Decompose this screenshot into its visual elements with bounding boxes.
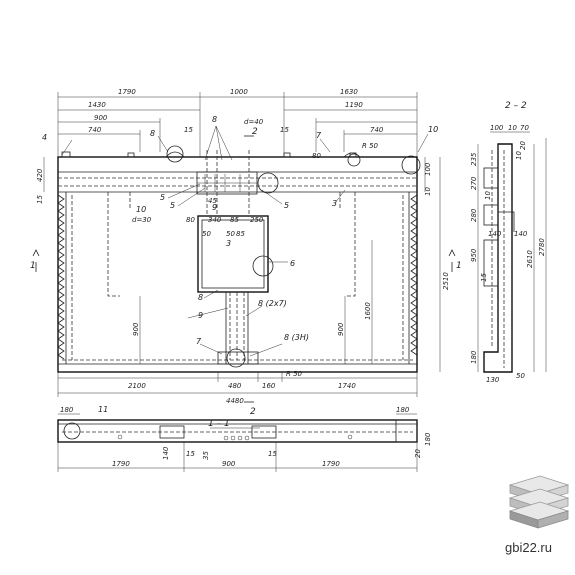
dim-35: 35: [202, 451, 210, 460]
dim-1190: 1190: [345, 101, 363, 109]
dim-15-section-b: 15: [268, 450, 277, 458]
callout-4: 4: [42, 133, 47, 142]
dim-740-right: 740: [370, 126, 384, 134]
main-dimensions: 1790 1000 1630 1430 1190 900 740 740 d=4…: [30, 88, 462, 417]
callout-10-left: 10: [136, 205, 146, 214]
dim-85-b: 85: [236, 230, 245, 238]
dim-10-side-c: 10: [484, 191, 492, 200]
section-1-1: 1 – 1 11 180 180 1790 1790 900 15 15 35 …: [57, 405, 432, 472]
dim-10-right: 10: [424, 187, 432, 196]
dim-2510: 2510: [442, 272, 450, 290]
dim-235: 235: [470, 152, 478, 166]
dim-15-a: 15: [184, 126, 193, 134]
panel-outline: [57, 156, 418, 373]
dim-180-section: 180: [424, 432, 432, 446]
callout-8-top-left: 8: [150, 129, 155, 138]
dim-280: 280: [470, 208, 478, 222]
dim-50-b: 50: [226, 230, 235, 238]
callout-11: 11: [98, 405, 108, 414]
callout-7-top: 7: [316, 131, 322, 140]
dim-15-b: 15: [280, 126, 289, 134]
callout-7-bottom: 7: [196, 337, 202, 346]
dim-2610: 2610: [526, 250, 534, 268]
window-opening: [197, 215, 269, 293]
dim-2780: 2780: [538, 238, 546, 256]
dim-d40: d=40: [244, 118, 264, 126]
dim-45: 45: [208, 197, 217, 205]
dim-130: 130: [486, 376, 500, 384]
dim-140-section: 140: [162, 446, 170, 460]
dim-15-side: 15: [480, 273, 488, 282]
dim-340: 340: [208, 216, 222, 224]
dim-1740: 1740: [338, 382, 356, 390]
section-mark-2-bottom: 2: [250, 407, 256, 417]
callout-8-pier: 8: [198, 293, 203, 302]
dim-r50-top: R 50: [362, 142, 379, 150]
section-2-2: 2 – 2 100 10 70 10 235 270 280 950 2610 …: [470, 101, 547, 384]
dim-1600: 1600: [364, 302, 372, 320]
dim-85-a: 85: [230, 216, 239, 224]
dim-900-section: 900: [222, 460, 236, 468]
callout-5-b: 5: [170, 201, 175, 210]
callout-9-pier: 9: [198, 311, 203, 320]
dim-180-side: 180: [470, 350, 478, 364]
callout-8-top: 8: [212, 115, 217, 124]
callout-8-3n: 8 (3Н): [284, 333, 309, 342]
dim-r50-bottom: R 50: [286, 370, 303, 378]
dim-480: 480: [228, 382, 242, 390]
section-2-2-title: 2 – 2: [505, 101, 527, 111]
dim-250: 250: [250, 216, 264, 224]
dim-900-right: 900: [337, 322, 345, 336]
dim-80: 80: [312, 152, 321, 160]
site-watermark: gbi22.ru: [505, 540, 552, 555]
dim-1000: 1000: [230, 88, 248, 96]
callout-6: 6: [290, 259, 295, 268]
main-elevation: [32, 92, 456, 403]
dim-80-opening: 80: [186, 216, 195, 224]
dim-d30: d=30: [132, 216, 152, 224]
dim-1630: 1630: [340, 88, 358, 96]
dim-50-a: 50: [202, 230, 211, 238]
dim-1790: 1790: [118, 88, 136, 96]
dim-15-section-a: 15: [186, 450, 195, 458]
section-mark-1-right: 1: [456, 261, 462, 271]
dim-1790-right: 1790: [322, 460, 340, 468]
dim-4480: 4480: [226, 397, 244, 405]
dim-270: 270: [470, 176, 478, 190]
section-1-1-title: 1 – 1: [208, 419, 230, 429]
callout-3-opening: 3: [226, 239, 231, 248]
dim-140-side-a: 140: [488, 230, 502, 238]
callout-9-crossbar: 9: [212, 203, 217, 212]
dim-10-side-a: 10: [508, 124, 517, 132]
dim-420: 420: [36, 168, 44, 182]
dim-50-side: 50: [516, 372, 525, 380]
dim-1790-left: 1790: [112, 460, 130, 468]
dim-10-side-b: 10: [515, 151, 523, 160]
dim-100-right: 100: [424, 162, 432, 176]
callout-3-right: 3: [332, 199, 337, 208]
dim-740-left: 740: [88, 126, 102, 134]
dim-20-section: 20: [414, 449, 422, 458]
dim-20-side: 20: [519, 141, 527, 150]
dim-140-side-b: 140: [514, 230, 528, 238]
callout-5-a: 5: [160, 193, 165, 202]
section-mark-1-left: 1: [30, 261, 36, 271]
callout-5-c: 5: [284, 201, 289, 210]
section-mark-2-top: 2: [252, 127, 258, 137]
dim-950: 950: [470, 248, 478, 262]
callout-10-right: 10: [428, 125, 438, 134]
dim-900: 900: [94, 114, 108, 122]
callout-8-2x7: 8 (2x7): [258, 299, 287, 308]
dim-180-right: 180: [396, 406, 410, 414]
dim-15-left: 15: [36, 195, 44, 204]
dim-100-side: 100: [490, 124, 504, 132]
dim-160: 160: [262, 382, 276, 390]
dim-2100: 2100: [128, 382, 146, 390]
dim-900-left: 900: [132, 322, 140, 336]
logo-icon: [508, 475, 570, 529]
dim-1430: 1430: [88, 101, 106, 109]
dim-70-side: 70: [520, 124, 529, 132]
dim-180-left: 180: [60, 406, 74, 414]
